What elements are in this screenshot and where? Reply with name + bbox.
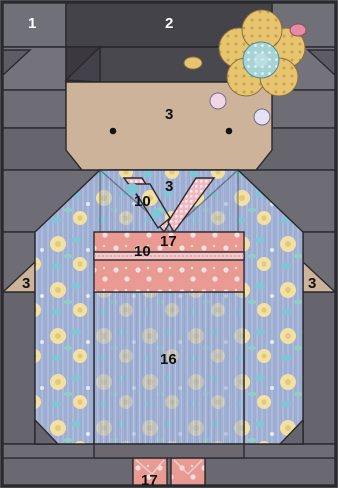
piece-number-1: 1 <box>28 16 36 31</box>
sleeve-right-label: 3 <box>308 276 316 291</box>
kimono-label: 16 <box>160 352 177 367</box>
left-eye-dot <box>110 128 117 135</box>
sleeve-left-label: 3 <box>22 276 30 291</box>
right-eye-dot <box>226 128 233 135</box>
sash-upper-label: 17 <box>160 234 177 249</box>
piece-number-2: 2 <box>165 16 173 31</box>
neck-label: 3 <box>165 179 173 194</box>
sash-band-label: 10 <box>134 244 151 259</box>
collar-label: 10 <box>134 194 151 209</box>
face-label: 3 <box>165 107 173 122</box>
feet-label: 17 <box>141 473 158 488</box>
